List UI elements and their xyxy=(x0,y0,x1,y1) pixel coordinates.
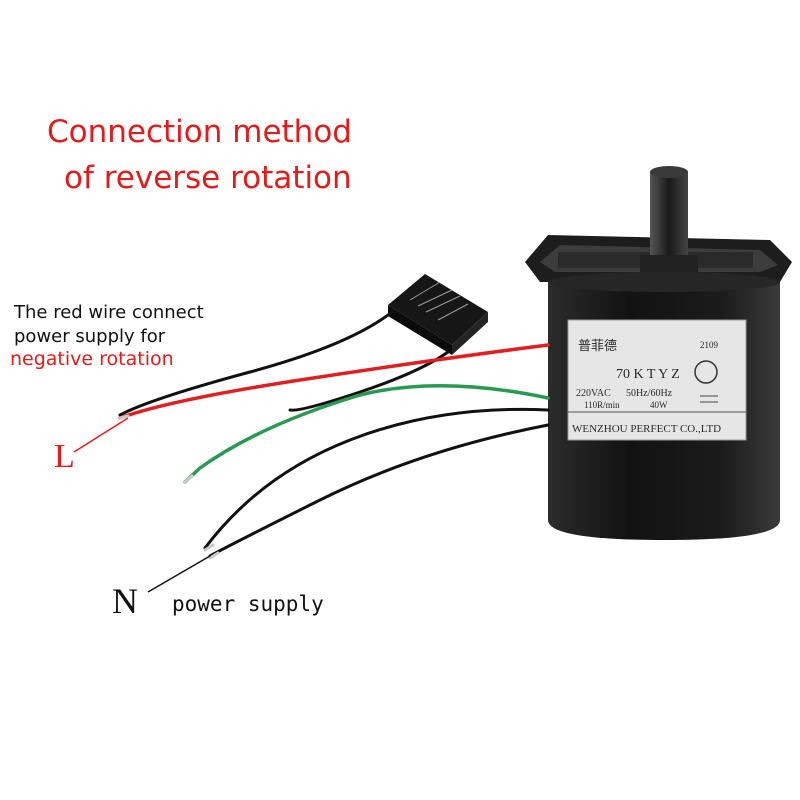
nameplate-speed: 110R/min xyxy=(584,400,620,410)
headline-line-2: of reverse rotation xyxy=(64,160,352,196)
note-line-3: negative rotation xyxy=(10,348,174,370)
nameplate-power: 40W xyxy=(650,400,668,410)
nameplate-frequency: 50Hz/60Hz xyxy=(626,388,673,399)
black-wire xyxy=(203,407,550,550)
wires xyxy=(118,310,550,560)
live-label: L xyxy=(54,438,75,475)
nameplate-voltage: 220VAC xyxy=(576,388,611,399)
l-leader-line xyxy=(73,417,129,453)
capacitor xyxy=(388,274,488,355)
motor-shaft xyxy=(640,166,698,283)
nameplate-code: 2109 xyxy=(700,340,719,350)
note-line-1: The red wire connect xyxy=(14,302,204,323)
green-wire xyxy=(183,384,550,484)
nameplate-model: 70 K T Y Z xyxy=(616,367,680,382)
red-wire xyxy=(118,343,550,420)
headline-line-1: Connection method xyxy=(47,114,352,150)
n-leader-line xyxy=(147,555,211,593)
note-line-2: power supply for xyxy=(14,326,166,347)
nameplate-brand: 普菲德 xyxy=(578,338,617,353)
neutral-label: N xyxy=(112,581,138,621)
power-supply-label: power supply xyxy=(172,592,324,616)
nameplate: 普菲德 2109 70 K T Y Z 220VAC 50Hz/60Hz 110… xyxy=(567,319,747,441)
nameplate-maker: WENZHOU PERFECT CO.,LTD xyxy=(572,423,721,435)
